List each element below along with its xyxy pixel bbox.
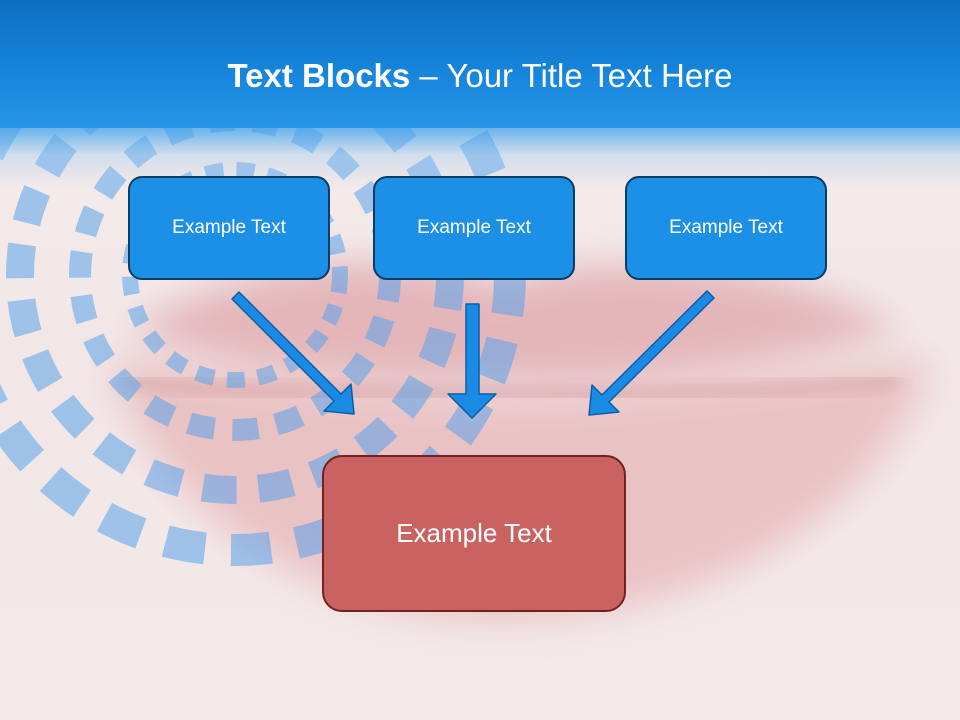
text-block-3[interactable]: Example Text [625,176,827,280]
result-block-label: Example Text [396,518,552,548]
arrow-left-to-center [231,291,355,415]
title-bar [0,0,960,128]
title-rest: Your Title Text Here [446,57,733,94]
slide-title: Text Blocks – Your Title Text Here [0,54,960,98]
text-block-1-label: Example Text [172,217,286,238]
text-block-2-label: Example Text [417,217,531,238]
arrow-right-to-center [588,290,715,416]
title-dash: – [410,57,447,94]
text-block-1[interactable]: Example Text [128,176,330,280]
arrow-middle-to-center [447,303,497,419]
text-block-3-label: Example Text [669,217,783,238]
title-bold: Text Blocks [227,57,411,94]
result-block[interactable]: Example Text [322,455,626,612]
text-block-2[interactable]: Example Text [373,176,575,280]
